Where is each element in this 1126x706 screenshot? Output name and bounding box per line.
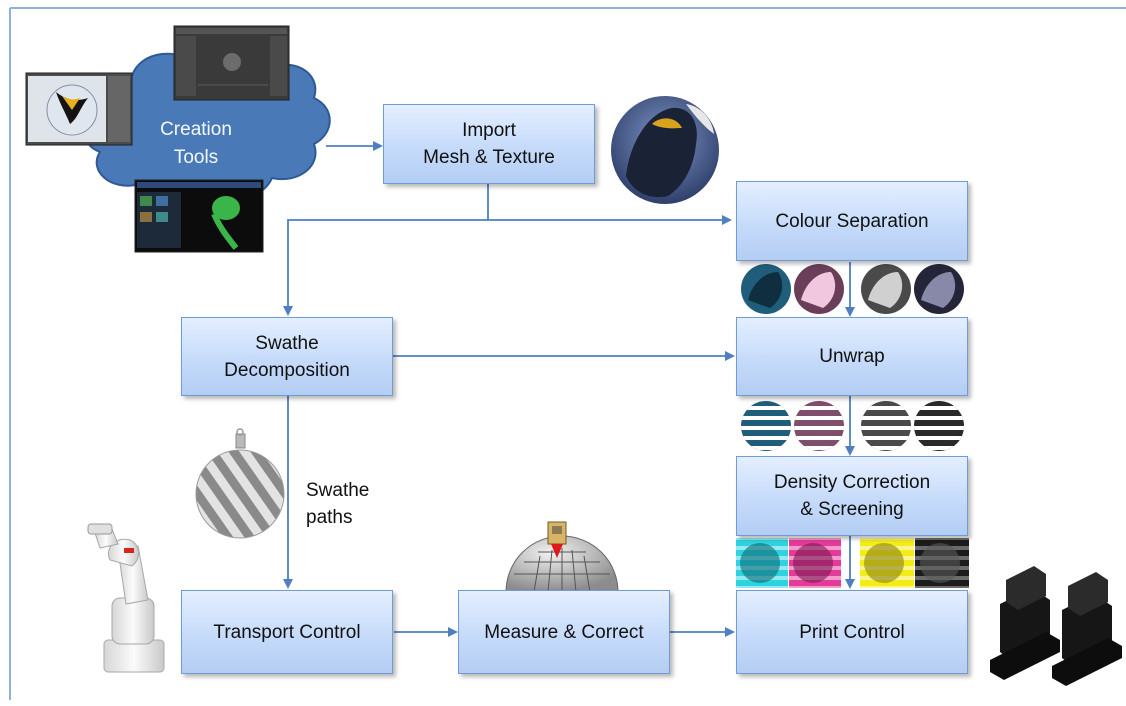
industrial-robot-arm xyxy=(87,523,165,673)
swathe-decomposition-line2: Decomposition xyxy=(224,359,350,381)
modeling-app-screenshot-top xyxy=(173,25,290,101)
colour-separation-label: Colour Separation xyxy=(775,210,929,232)
density-correction-line2: & Screening xyxy=(800,499,904,520)
import-box-line2: Mesh & Texture xyxy=(423,147,555,168)
print-control-box[interactable]: Print Control xyxy=(736,590,968,674)
penguin-texture-image xyxy=(611,96,719,204)
unwrap-label: Unwrap xyxy=(819,346,885,367)
import-mesh-texture-box[interactable]: Import Mesh & Texture xyxy=(383,104,595,184)
swathe-paths-label: Swathe paths xyxy=(306,477,369,531)
density-correction-box[interactable]: Density Correction & Screening xyxy=(736,456,968,536)
slide-frame xyxy=(9,7,1126,700)
unwrapped-swathe-images xyxy=(738,398,968,454)
cmyk-separation-images xyxy=(738,262,968,316)
creation-tools-label-line1: Creation xyxy=(160,119,232,140)
colour-separation-box[interactable]: Colour Separation xyxy=(736,181,968,261)
measurement-dome xyxy=(505,521,619,593)
penguin-sphere-screenshot xyxy=(25,72,133,146)
swathe-paths-line1: Swathe xyxy=(306,480,370,501)
connector-arrows xyxy=(283,141,855,637)
screened-colour-images xyxy=(736,538,969,588)
transport-control-box[interactable]: Transport Control xyxy=(181,590,393,674)
swathe-paths-line2: paths xyxy=(306,507,353,528)
arrow-import-to-swathe xyxy=(283,219,488,316)
print-heads xyxy=(990,566,1122,686)
measure-correct-box[interactable]: Measure & Correct xyxy=(458,590,670,674)
swathe-decomposition-line1: Swathe xyxy=(255,332,319,354)
swathe-decomposition-box[interactable]: Swathe Decomposition xyxy=(181,317,393,396)
unwrap-box[interactable]: Unwrap xyxy=(736,317,968,396)
density-correction-line1: Density Correction xyxy=(773,472,931,493)
print-control-label: Print Control xyxy=(799,621,905,643)
striped-ball-ornament xyxy=(195,428,285,539)
game-engine-screenshot xyxy=(134,179,264,253)
creation-tools-label-line2: Tools xyxy=(173,147,219,168)
creation-tools-label: Creation Tools xyxy=(140,116,252,172)
transport-control-label: Transport Control xyxy=(213,621,361,643)
measure-correct-label: Measure & Correct xyxy=(484,621,644,643)
import-box-line1: Import xyxy=(462,120,516,141)
